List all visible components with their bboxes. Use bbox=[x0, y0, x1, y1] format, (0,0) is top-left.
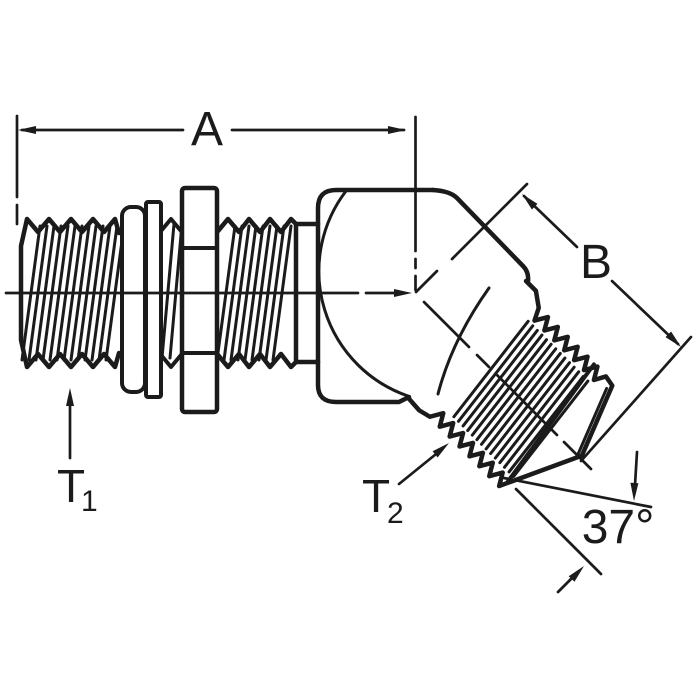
body-diagonal-shoulder bbox=[430, 187, 531, 284]
flare-angle-arrow2-line bbox=[556, 576, 574, 594]
t2-callout: T 2 bbox=[362, 443, 449, 530]
t2-leader-arrowhead bbox=[432, 443, 449, 458]
diagonal-flare-leg bbox=[406, 278, 615, 489]
t1-callout: T 1 bbox=[57, 388, 98, 518]
flare-angle-arrow2-head bbox=[568, 566, 584, 582]
middle-thread-profile bbox=[159, 217, 183, 369]
dimension-b: B bbox=[450, 182, 693, 463]
t1-leader-arrowhead bbox=[66, 388, 74, 406]
flare-angle-face-line bbox=[502, 476, 653, 509]
dim-a-label: A bbox=[191, 103, 223, 156]
centerlines bbox=[4, 269, 593, 471]
bulkhead-washer bbox=[120, 205, 147, 394]
center-cross-tick bbox=[414, 269, 439, 294]
flare-angle-axis-line bbox=[514, 487, 603, 576]
diagonal-centerline bbox=[422, 300, 593, 471]
t1-label: T 1 bbox=[57, 460, 98, 518]
dim-b-ext-near bbox=[450, 182, 529, 261]
dim-a-arrow-left bbox=[18, 126, 36, 134]
dim-b-label: B bbox=[580, 236, 612, 289]
locknut-body bbox=[179, 185, 220, 415]
t2-leader-line bbox=[397, 448, 443, 486]
bulkhead-locknut bbox=[179, 185, 220, 415]
middle-thread-hatching bbox=[160, 222, 184, 360]
dim-b-arrow-near bbox=[522, 194, 538, 210]
dimension-a: A bbox=[15, 103, 417, 292]
body-sphere-arc bbox=[317, 189, 410, 398]
diagonal-leg-profile bbox=[406, 278, 615, 489]
dim-b-ext-far bbox=[579, 335, 693, 463]
flare-angle-dimension: 37° bbox=[502, 450, 655, 594]
flare-angle-label: 37° bbox=[582, 501, 655, 554]
flare-angle-arrow1-line bbox=[633, 450, 639, 487]
centerline-arrowhead bbox=[394, 289, 412, 297]
flare-angle-arrow1-head bbox=[630, 482, 639, 501]
t2-label: T 2 bbox=[362, 470, 404, 530]
dim-b-arrow-far bbox=[665, 331, 681, 347]
body-boss-intersection-curve bbox=[436, 286, 491, 396]
thread-end-line bbox=[505, 362, 596, 484]
bulkhead-plate bbox=[144, 200, 163, 399]
body-outline bbox=[315, 187, 436, 405]
locknut-hex-facets bbox=[180, 246, 219, 355]
flare-seat-line bbox=[576, 386, 609, 456]
elbow-body bbox=[315, 187, 531, 405]
dim-a-arrow-right bbox=[388, 126, 406, 134]
